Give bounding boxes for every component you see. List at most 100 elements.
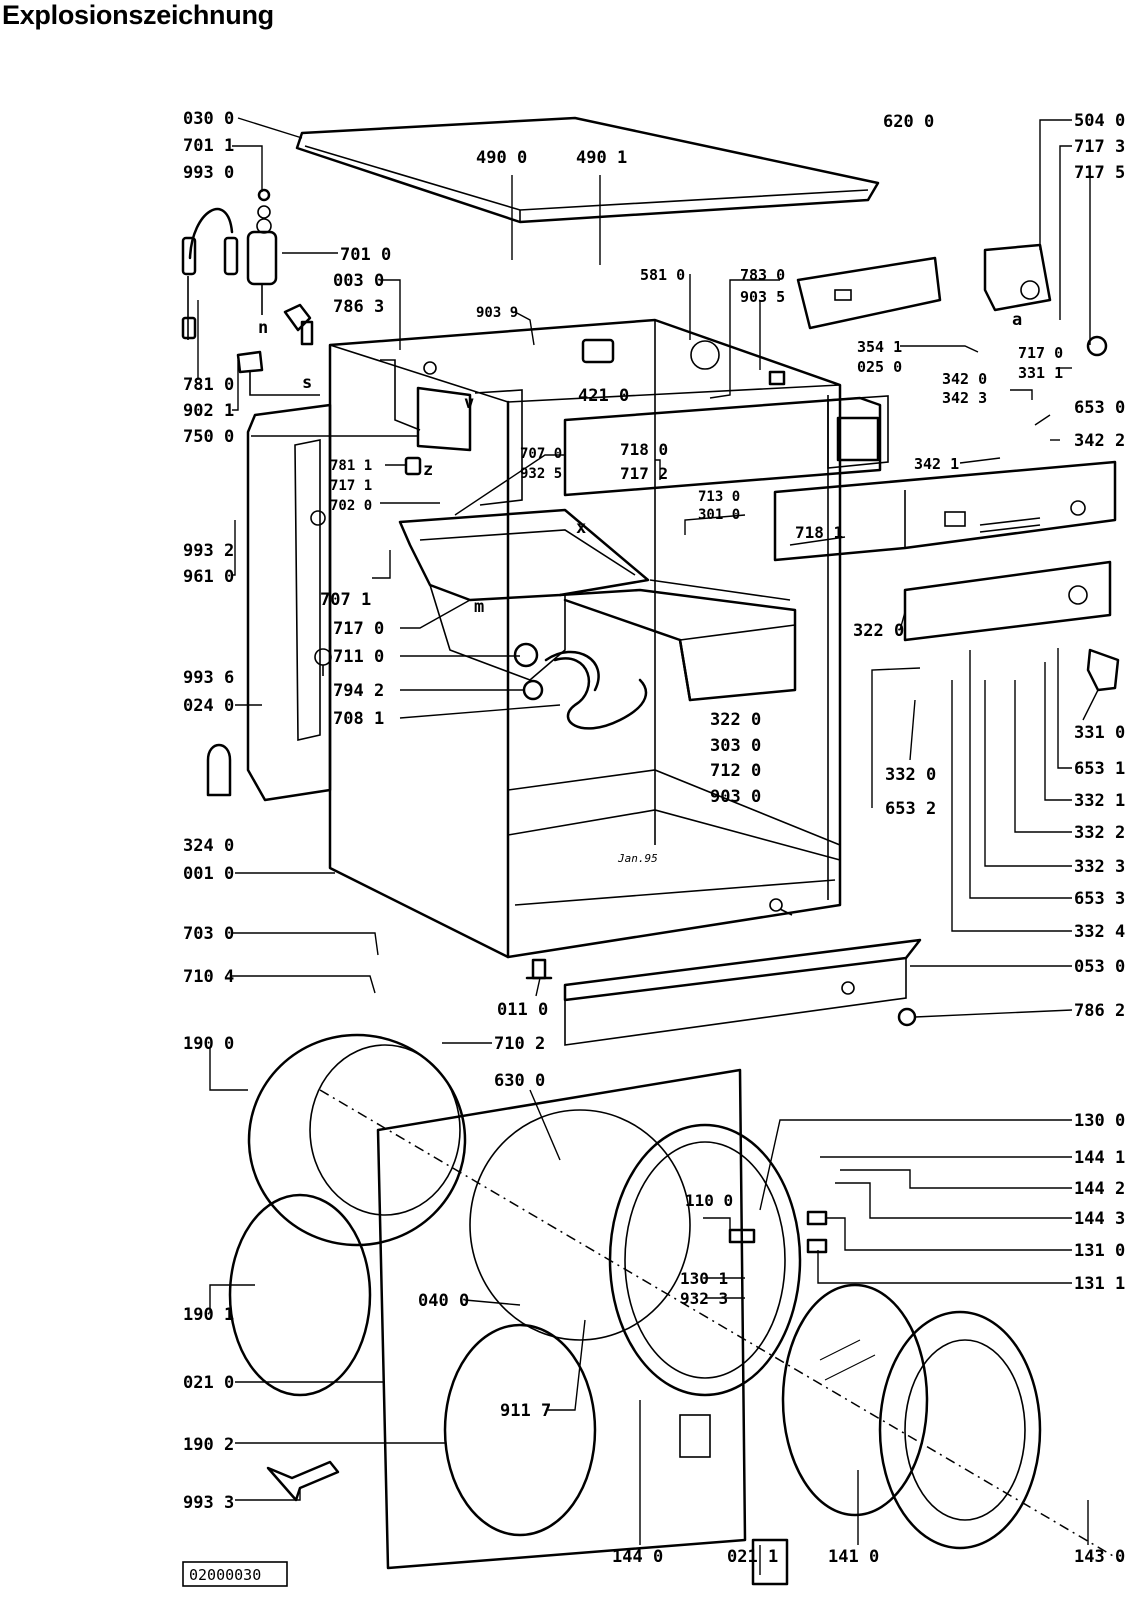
part-label: 711 0	[333, 647, 384, 667]
part-label: 332 0	[885, 765, 936, 785]
part-label: 332 2	[1074, 823, 1125, 843]
part-label: 190 2	[183, 1435, 234, 1455]
part-label: 961 0	[183, 567, 234, 587]
part-label: 131 1	[1074, 1274, 1125, 1294]
part-label: 331 1	[1018, 364, 1063, 382]
part-label: 144 3	[1074, 1209, 1125, 1229]
part-label: 932 5	[520, 466, 562, 482]
page-title: Explosionszeichnung	[2, 0, 274, 30]
part-label: 011 0	[497, 1000, 548, 1020]
part-label: 332 3	[1074, 857, 1125, 877]
part-label: 911 7	[500, 1401, 551, 1421]
part-label: 504 0	[1074, 111, 1125, 131]
part-label: 053 0	[1074, 957, 1125, 977]
part-label: 653 1	[1074, 759, 1125, 779]
part-label: 717 0	[1018, 344, 1063, 362]
part-label: 703 0	[183, 924, 234, 944]
leader-lines	[197, 117, 1099, 1575]
part-label: 332 1	[1074, 791, 1125, 811]
parts-drawing	[181, 116, 1121, 1587]
part-label: 024 0	[183, 696, 234, 716]
part-label: 620 0	[883, 112, 934, 132]
part-label: 144 0	[612, 1547, 663, 1567]
part-label: 786 3	[333, 297, 384, 317]
part-label: 653 2	[885, 799, 936, 819]
part-label: 993 2	[183, 541, 234, 561]
part-label: 581 0	[640, 266, 685, 284]
part-label: 707 0	[520, 446, 562, 462]
part-label: 702 0	[330, 498, 372, 514]
part-label: 903 5	[740, 288, 785, 306]
part-label: 322 0	[710, 710, 761, 730]
part-label: 303 0	[710, 736, 761, 756]
part-label: 421 0	[578, 386, 629, 406]
part-label: 490 0	[476, 148, 527, 168]
part-label: 653 0	[1074, 398, 1125, 418]
part-label: 141 0	[828, 1547, 879, 1567]
part-label: 712 0	[710, 761, 761, 781]
part-label: 130 1	[680, 1269, 728, 1288]
part-label: 653 3	[1074, 889, 1125, 909]
part-label: 040 0	[418, 1291, 469, 1311]
part-label: 003 0	[333, 271, 384, 291]
part-label: 993 6	[183, 668, 234, 688]
part-label: 717 1	[330, 478, 372, 494]
marker-a: a	[1012, 310, 1022, 330]
drawing-number: 02000030	[189, 1566, 261, 1584]
part-label: 342 0	[942, 370, 987, 388]
part-label: 783 0	[740, 266, 785, 284]
part-label: 021 0	[183, 1373, 234, 1393]
part-label: 701 1	[183, 136, 234, 156]
part-label: 993 3	[183, 1493, 234, 1513]
part-label: 710 2	[494, 1034, 545, 1054]
part-label: 717 0	[333, 619, 384, 639]
part-label: 144 1	[1074, 1148, 1125, 1168]
part-label: 143 0	[1074, 1547, 1125, 1567]
part-label: 717 3	[1074, 137, 1125, 157]
part-label: 354 1	[857, 338, 902, 356]
part-label: 903 0	[710, 787, 761, 807]
part-label: 001 0	[183, 864, 234, 884]
part-label: 490 1	[576, 148, 627, 168]
marker-x: x	[576, 518, 586, 538]
part-label: 030 0	[183, 109, 234, 129]
part-label: 993 0	[183, 163, 234, 183]
part-label: 932 3	[680, 1289, 728, 1308]
part-label: 717 2	[620, 464, 668, 483]
part-label: 332 4	[1074, 922, 1125, 942]
part-label: 301 0	[698, 507, 740, 523]
signature: Jan.95	[617, 852, 658, 865]
part-label: 781 0	[183, 375, 234, 395]
part-label: 713 0	[698, 489, 740, 505]
part-label: 718 0	[620, 440, 668, 459]
part-label: 630 0	[494, 1071, 545, 1091]
marker-s: s	[302, 373, 312, 393]
marker-v: v	[464, 393, 474, 413]
part-label: 701 0	[340, 245, 391, 265]
part-label: 025 0	[857, 358, 902, 376]
part-label: 130 0	[1074, 1111, 1125, 1131]
part-label: 903 9	[476, 305, 518, 321]
part-label: 718 1	[795, 523, 843, 542]
marker-n: n	[258, 318, 268, 338]
marker-letters: v z x s n a m	[258, 310, 1022, 617]
part-labels: 030 0 701 1 993 0 701 0 003 0 786 3 781 …	[183, 109, 1125, 1567]
part-label: 794 2	[333, 681, 384, 701]
part-label: 750 0	[183, 427, 234, 447]
part-label: 342 2	[1074, 431, 1125, 451]
part-label: 144 2	[1074, 1179, 1125, 1199]
part-label: 786 2	[1074, 1001, 1125, 1021]
part-label: 708 1	[333, 709, 384, 729]
part-label: 781 1	[330, 458, 372, 474]
part-label: 021 1	[727, 1547, 778, 1567]
part-label: 110 0	[685, 1191, 733, 1210]
part-label: 342 1	[914, 455, 959, 473]
part-label: 342 3	[942, 389, 987, 407]
marker-m: m	[474, 597, 484, 617]
part-label: 902 1	[183, 401, 234, 421]
part-label: 710 4	[183, 967, 234, 987]
marker-z: z	[423, 460, 433, 480]
part-label: 717 5	[1074, 163, 1125, 183]
part-label: 190 1	[183, 1305, 234, 1325]
part-label: 131 0	[1074, 1241, 1125, 1261]
